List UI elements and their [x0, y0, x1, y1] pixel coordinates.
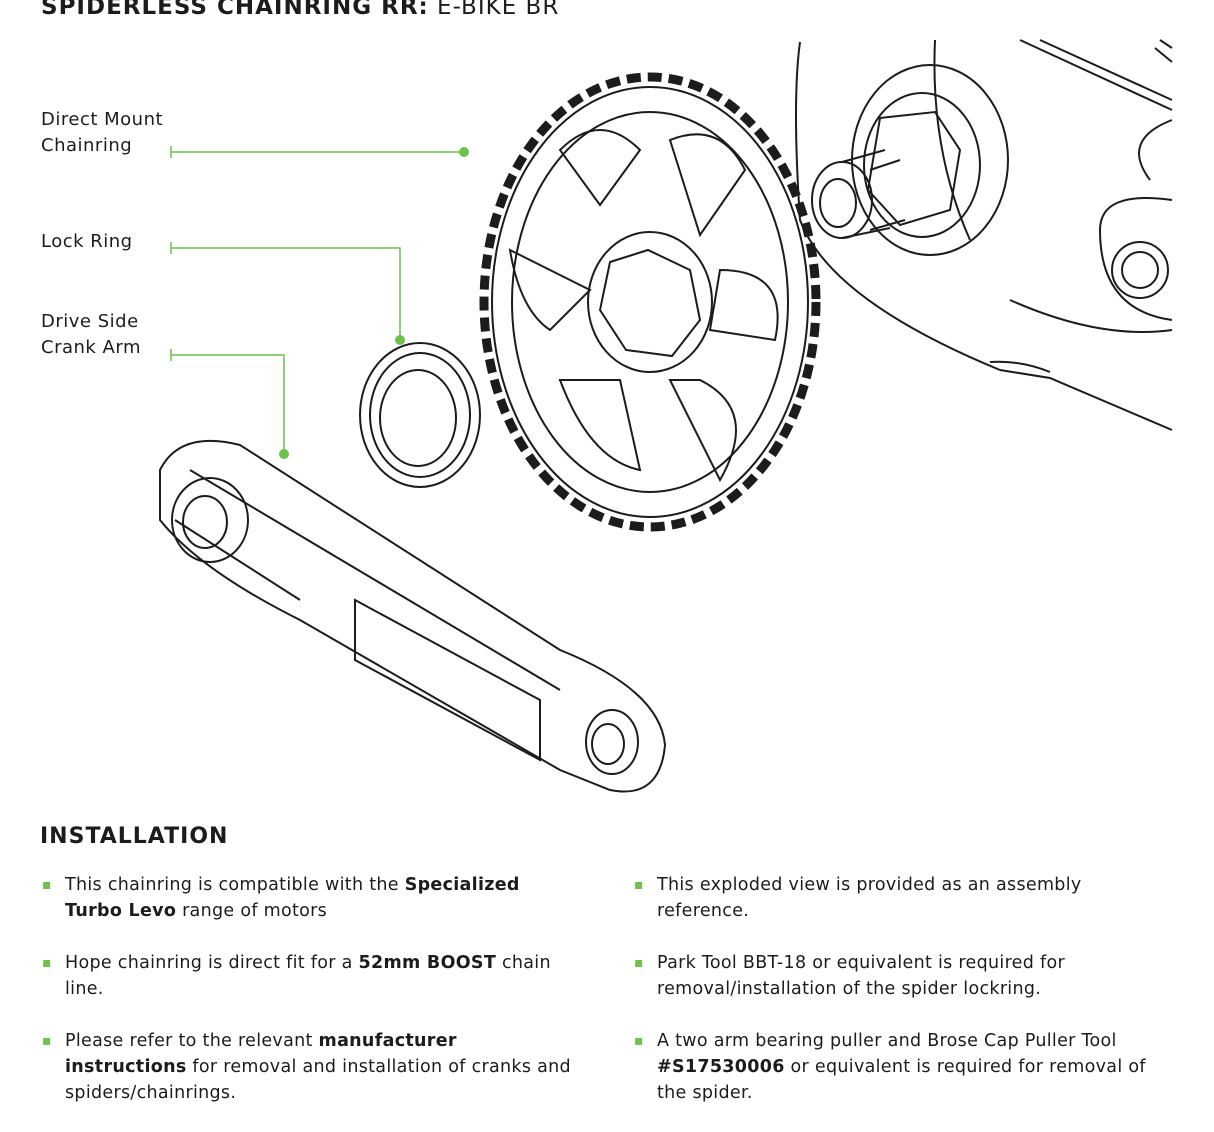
item-bold: manufacturer instructions: [65, 1031, 457, 1077]
bullet-icon: ▪: [42, 955, 52, 971]
item-text: Park Tool BBT-18 or equivalent is requir…: [657, 953, 1065, 999]
installation-item: ▪ Please refer to the relevant manufactur…: [40, 1028, 580, 1106]
title-light: E-BIKE BR: [428, 0, 560, 20]
item-bold: 52mm BOOST: [358, 953, 497, 973]
callout-crank-arm-line2: Crank Arm: [41, 337, 141, 358]
callout-crank-arm-line1: Drive Side: [41, 311, 139, 332]
item-text: A two arm bearing puller and Brose Cap P…: [657, 1031, 1117, 1051]
motor-spindle: [811, 64, 1009, 256]
dot-crank-arm: [279, 449, 289, 459]
callout-chainring-line1: Direct Mount: [41, 109, 164, 130]
item-bold: #S17530006: [657, 1057, 785, 1077]
lock-ring: [359, 342, 481, 488]
bullet-icon: ▪: [42, 1033, 52, 1049]
callout-chainring-line2: Chainring: [41, 135, 133, 156]
dot-lock-ring: [395, 335, 405, 345]
item-text: range of motors: [176, 901, 328, 921]
bullet-icon: ▪: [634, 955, 644, 971]
direct-mount-chainring: [479, 72, 821, 532]
item-text: This exploded view is provided as an ass…: [657, 875, 1082, 921]
exploded-view-drawing: [159, 39, 1173, 793]
installation-item: ▪ Hope chainring is direct fit for a 52mm…: [40, 950, 580, 1002]
installation-left-column: ▪ This chainring is compatible with the S…: [40, 872, 580, 1132]
item-bold: Specialized Turbo Levo: [65, 875, 520, 921]
callout-lock-ring: Lock Ring: [41, 229, 133, 255]
installation-item: ▪ A two arm bearing puller and Brose Cap …: [632, 1028, 1172, 1106]
installation-right-column: ▪ This exploded view is provided as an as…: [632, 872, 1172, 1132]
callout-lock-ring-line1: Lock Ring: [41, 231, 133, 252]
installation-item: ▪ This chainring is compatible with the S…: [40, 872, 580, 924]
bullet-icon: ▪: [634, 877, 644, 893]
page-title: SPIDERLESS CHAINRING RR: E-BIKE BR: [41, 0, 559, 20]
leader-lines: [170, 146, 464, 454]
installation-heading: INSTALLATION: [40, 824, 229, 849]
title-bold: SPIDERLESS CHAINRING RR:: [41, 0, 429, 20]
bullet-icon: ▪: [42, 877, 52, 893]
item-text: or equivalent is required for removal of…: [657, 1057, 1146, 1103]
leader-lock-ring: [170, 242, 401, 340]
leader-chainring: [170, 146, 464, 158]
item-text: This chainring is compatible with the: [65, 875, 405, 895]
callout-crank-arm: Drive Side Crank Arm: [41, 309, 141, 361]
dot-chainring: [459, 147, 469, 157]
leader-dots: [279, 147, 469, 459]
bullet-icon: ▪: [634, 1033, 644, 1049]
item-text: Hope chainring is direct fit for a: [65, 953, 359, 973]
item-text: Please refer to the relevant: [65, 1031, 319, 1051]
item-text: chain line.: [65, 953, 551, 999]
drive-side-crank-arm: [159, 439, 667, 793]
leader-crank-arm: [170, 349, 285, 454]
callout-chainring: Direct Mount Chainring: [41, 107, 163, 159]
item-text: for removal and installation of cranks a…: [65, 1057, 571, 1103]
installation-item: ▪ Park Tool BBT-18 or equivalent is requi…: [632, 950, 1172, 1002]
installation-item: ▪ This exploded view is provided as an as…: [632, 872, 1172, 924]
